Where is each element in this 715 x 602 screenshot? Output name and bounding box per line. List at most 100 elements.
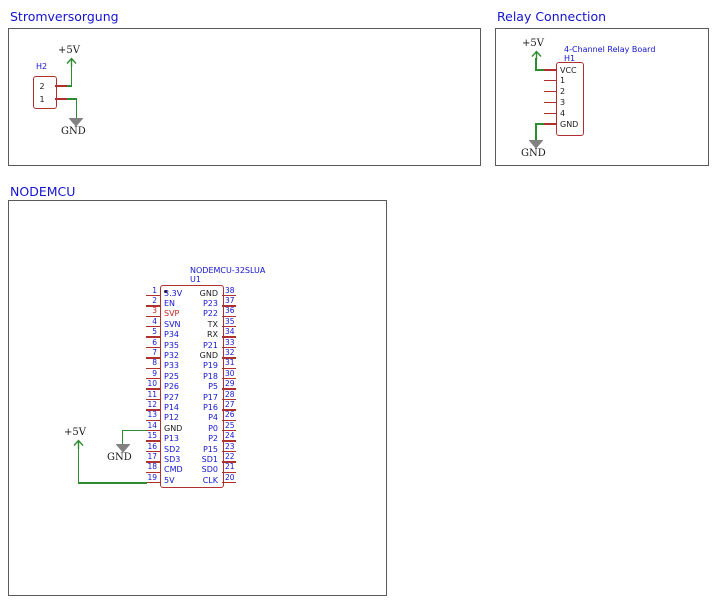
pin-stub [222, 430, 236, 432]
relay-pin-name: 2 [560, 87, 566, 97]
relay-pin-stub [544, 90, 556, 93]
pin-name: P35 [164, 340, 180, 350]
pin-name: GND [199, 288, 218, 298]
pin-number: 1 [152, 285, 157, 295]
relay-5v-net-label: +5V [522, 38, 544, 49]
relay-pin-stub [544, 123, 556, 125]
pin-number: 23 [225, 441, 235, 451]
pin-number: 11 [147, 389, 157, 399]
pin-number: 15 [147, 431, 157, 441]
relay-gnd-net-label: GND [521, 148, 546, 159]
pin-stub [222, 357, 236, 359]
pin-number: 33 [225, 337, 235, 347]
pin-name: P14 [164, 402, 180, 412]
pin-stub [146, 294, 160, 297]
pin-name: SD1 [201, 454, 218, 464]
pin-number: 4 [152, 316, 157, 326]
power-pin-stub [55, 85, 67, 87]
wire-relay-gnd-v[interactable] [535, 123, 537, 141]
pin-number: 19 [147, 472, 157, 482]
pin-name: P32 [164, 350, 180, 360]
relay-pin-stub [544, 69, 556, 71]
pin-name: RX [206, 330, 218, 340]
nodemcu-body[interactable] [160, 285, 224, 488]
pin-name: GND [164, 423, 183, 433]
relay-pin-name: 3 [560, 97, 566, 107]
pin-stub [222, 440, 236, 442]
pin-stub [146, 367, 160, 369]
pin-name: SVN [164, 319, 181, 329]
pin-stub [222, 482, 236, 484]
pin-name: P25 [164, 371, 180, 381]
relay-pin-stub [544, 101, 556, 104]
pin-number: 24 [225, 431, 235, 441]
relay-pin-stub [544, 112, 556, 114]
pin-stub [222, 471, 236, 473]
wire-mcu-5v-h[interactable] [77, 482, 147, 484]
pin-name: SD0 [201, 465, 218, 475]
pin-stub [222, 461, 236, 463]
pin-name: P21 [202, 340, 218, 350]
pin-stub [222, 336, 236, 338]
power-ground-icon [69, 117, 83, 127]
nodemcu-5v-net-label: +5V [64, 427, 86, 438]
pin-number: 20 [225, 472, 235, 482]
pin-name: P17 [202, 392, 218, 402]
wire-relay-gnd-h[interactable] [535, 123, 545, 125]
pin-stub [222, 378, 236, 380]
relay-board-label: 4-Channel Relay Board [564, 45, 656, 54]
pin-name: P5 [208, 382, 218, 392]
pin-number: 34 [225, 327, 235, 337]
pin-stub [146, 398, 160, 401]
wire-5v-to-pin2-h[interactable] [66, 85, 72, 87]
pin-number: 13 [147, 410, 157, 420]
pin-stub [146, 357, 160, 359]
pin-stub [222, 315, 236, 317]
relay-section-frame [495, 28, 709, 166]
wire-pin1-to-gnd-v[interactable] [75, 98, 77, 118]
pin-number: 8 [152, 358, 157, 368]
section-title-power: Stromversorgung [10, 9, 119, 24]
pin-number: 7 [152, 347, 157, 357]
pin-stub [222, 398, 236, 401]
pin-name: CMD [164, 465, 183, 475]
pin-stub [146, 482, 160, 484]
wire-mcu-gnd-v[interactable] [121, 429, 123, 444]
pin-number: 30 [225, 368, 235, 378]
wire-relay-5v-h[interactable] [535, 69, 545, 71]
pin-name: P4 [208, 413, 218, 423]
pin-stub [146, 388, 160, 390]
relay-connector-ref: H1 [564, 53, 576, 63]
pin-number: 5 [152, 327, 157, 337]
pin-name: P19 [202, 361, 218, 371]
pin-stub [222, 367, 236, 369]
pin-number: 38 [225, 285, 235, 295]
pin-number: 26 [225, 410, 235, 420]
pin-stub [222, 409, 236, 411]
pin-name: P27 [164, 392, 180, 402]
pin-name: P0 [208, 423, 218, 433]
pin-stub [146, 409, 160, 411]
pin-stub [146, 461, 160, 463]
pin-number: 9 [152, 368, 157, 378]
pin-name: P22 [202, 309, 218, 319]
wire-5v-to-pin2[interactable] [70, 65, 72, 87]
power-section-frame [8, 28, 481, 166]
relay-connector-body[interactable] [556, 62, 584, 136]
wire-relay-5v-v[interactable] [535, 58, 537, 71]
pin-stub [146, 450, 160, 453]
pin-name: P33 [164, 361, 180, 371]
wire-mcu-gnd-h[interactable] [121, 429, 147, 432]
pin-number: 2 [152, 295, 157, 305]
pin-stub [222, 346, 236, 349]
power-connector-body[interactable] [33, 76, 57, 109]
pin-name: SD3 [164, 454, 181, 464]
pin-name: TX [207, 319, 218, 329]
wire-mcu-5v-v[interactable] [77, 447, 79, 484]
relay-pin-name: 1 [560, 76, 566, 86]
pin-name: 3.3V [164, 288, 183, 298]
pin-stub [222, 305, 236, 307]
pin-name: EN [164, 298, 176, 308]
wire-pin1-to-gnd-h[interactable] [66, 98, 77, 100]
